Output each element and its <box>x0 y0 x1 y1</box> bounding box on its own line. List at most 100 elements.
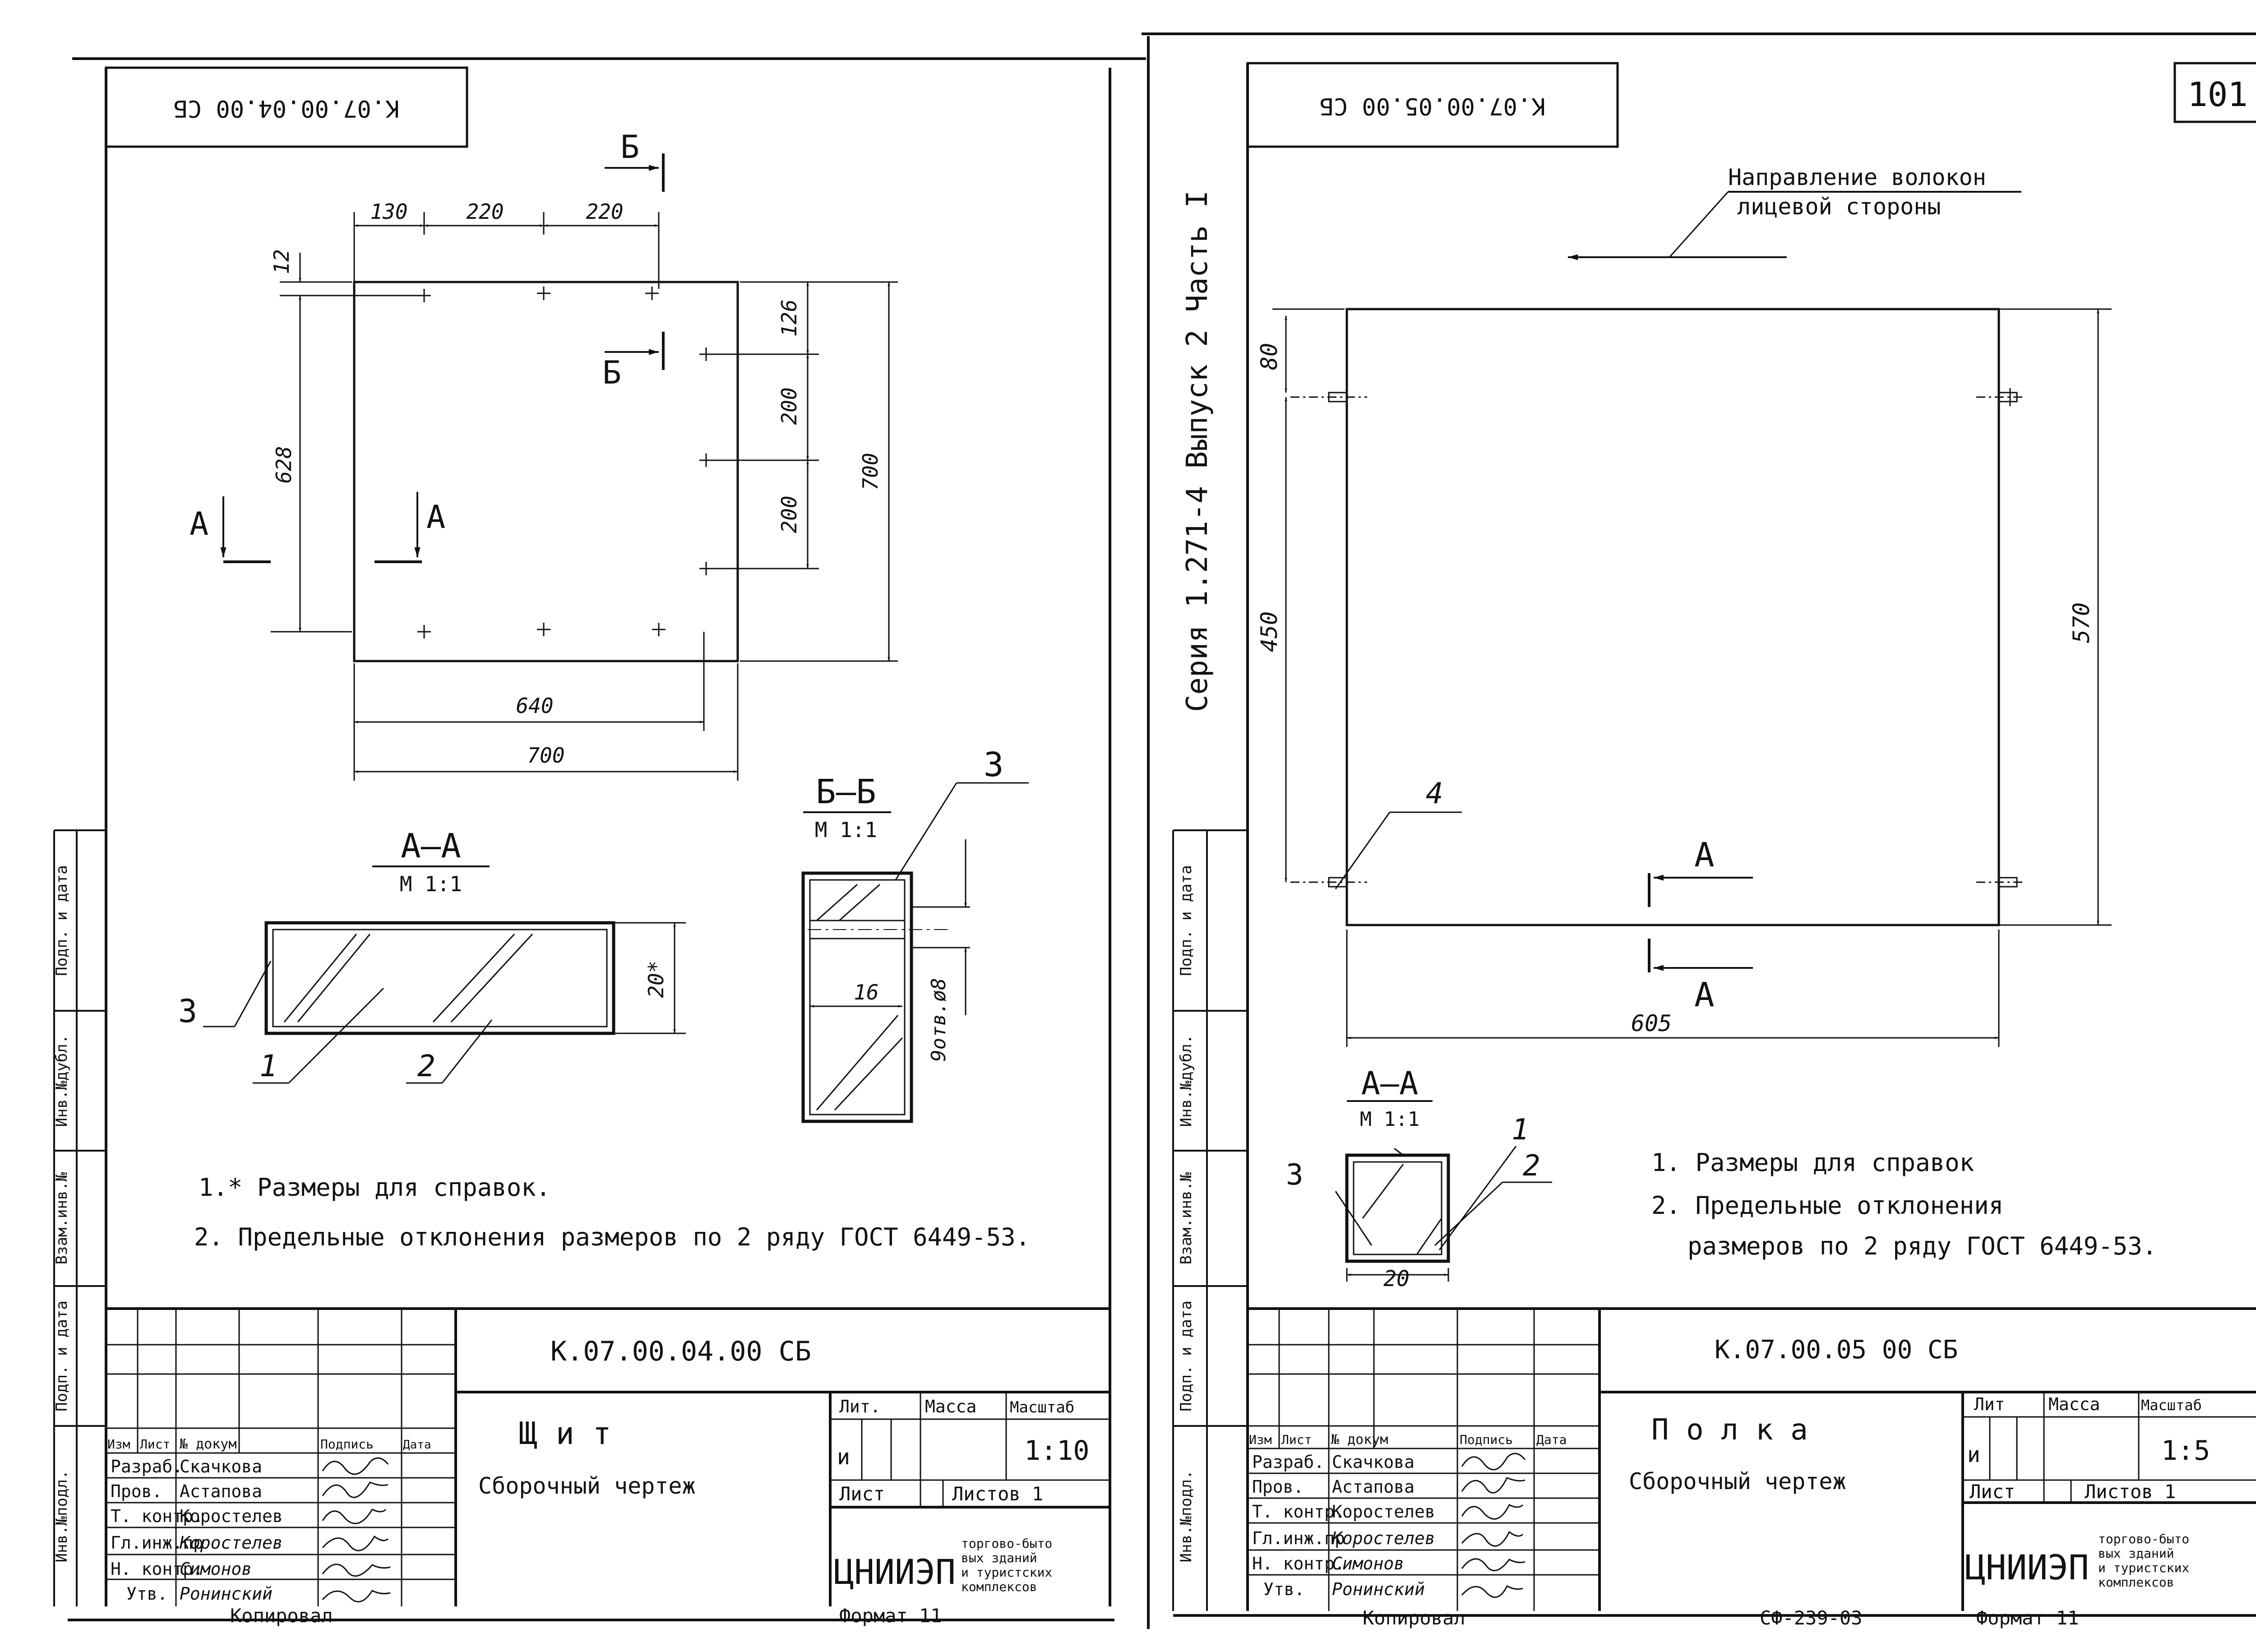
left-tb-head-sign: Подпись <box>320 1437 374 1452</box>
right-tb-name: П о л к а <box>1651 1413 1808 1447</box>
left-tb-org-desc-2: вых зданий <box>961 1550 1037 1565</box>
right-tb-person-6: Ронинский <box>1332 1579 1425 1599</box>
left-dimension-lines <box>271 212 898 781</box>
right-tb-role-6: Утв. <box>1263 1579 1305 1599</box>
right-tb-role-3: Т. контр. <box>1252 1502 1345 1522</box>
left-bb-title: Б—Б <box>816 773 876 811</box>
left-side-label-4: Инв.№дубл. <box>53 1035 71 1127</box>
page-number: 101 <box>2187 75 2248 114</box>
dim-700-h: 700 <box>527 743 564 768</box>
section-b-bottom-label: Б <box>602 354 621 391</box>
right-tb-person-3: Коростелев <box>1332 1502 1435 1522</box>
left-tb-person-4: Коростелев <box>179 1533 283 1553</box>
right-tb-archive: СФ-239-03 <box>1760 1607 1863 1629</box>
left-note-1: 1.* Размеры для справок. <box>199 1173 550 1202</box>
shield-plan-view <box>353 281 739 662</box>
right-aa-callout-1: 1 <box>1512 1113 1529 1147</box>
section-a-markers: А А <box>190 492 445 563</box>
left-tb-org: ЦНИИЭП <box>834 1552 956 1592</box>
left-aa-callout-3: 3 <box>178 993 197 1030</box>
callout-4: 4 <box>1426 777 1443 810</box>
left-aa-dim: 20* <box>644 960 668 998</box>
right-aa-scale: М 1:1 <box>1360 1108 1419 1131</box>
right-notes: 1. Размеры для справок 2. Предельные отк… <box>1651 1148 2157 1260</box>
left-tb-head-list: Лист <box>140 1437 170 1452</box>
left-tb-person-1: Скачкова <box>180 1457 262 1476</box>
left-tb-org-desc-3: и туристских <box>961 1565 1052 1580</box>
dim-220-b: 220 <box>586 199 623 224</box>
left-tb-org-desc-1: торгово-быто <box>961 1536 1052 1551</box>
right-tb-org-desc-3: и туристских <box>2098 1560 2189 1575</box>
left-tb-head-izm: Изм <box>107 1437 130 1452</box>
left-top-stamp-text: К.07.00.04.00 СБ <box>174 95 400 122</box>
right-side-label-4: Инв.№дубл. <box>1177 1035 1195 1127</box>
left-tb-signatures <box>322 1457 391 1602</box>
right-tb-person-4: Коростелев <box>1331 1528 1435 1548</box>
section-b-top-label: Б <box>620 129 639 166</box>
right-side-label-1: Инв.№подл. <box>1177 1470 1195 1563</box>
left-bb-hole: 9отв.ø8 <box>927 978 950 1061</box>
right-side-label-5: Подп. и дата <box>1177 865 1195 976</box>
left-aa-title: А—А <box>401 827 461 865</box>
dim-220-a: 220 <box>466 199 504 224</box>
series-stamp: Серия 1.271-4 Выпуск 2 Часть I <box>1181 190 1214 712</box>
right-side-label-3: Взам.инв.№ <box>1177 1172 1195 1264</box>
left-side-label-1: Инв.№подл. <box>53 1470 71 1563</box>
dim-570: 570 <box>2068 602 2094 643</box>
right-section-a-bottom: А <box>1694 976 1715 1014</box>
right-top-stamp: К.07.00.05.00 СБ <box>1246 62 1619 148</box>
left-tb-sheets: Листов 1 <box>952 1483 1043 1505</box>
right-top-stamp-text: К.07.00.05.00 СБ <box>1320 93 1546 120</box>
fiber-direction: Направление волокон лицевой стороны <box>1568 164 2021 260</box>
left-tb-role-4: Гл.инж.пр <box>111 1533 203 1553</box>
left-sheet-frame <box>68 57 1146 1621</box>
left-tb-code: К.07.00.04.00 СБ <box>550 1336 811 1367</box>
left-aa-callout-1: 1 <box>259 1049 277 1083</box>
dim-200-a: 200 <box>777 387 801 425</box>
right-tb-person-2: Астапова <box>1332 1477 1415 1497</box>
dim-640: 640 <box>516 694 553 718</box>
right-tb-person-1: Скачкова <box>1332 1452 1415 1472</box>
left-tb-name: Щ и т <box>519 1416 611 1452</box>
section-a-right-label: А <box>426 499 445 536</box>
right-aa-callout-3: 3 <box>1286 1158 1304 1192</box>
left-side-label-5: Подп. и дата <box>53 865 71 976</box>
left-tb-copied: Копировал <box>230 1605 333 1627</box>
right-tb-org-desc-1: торгово-быто <box>2098 1532 2189 1546</box>
right-tb-signatures <box>1461 1453 1526 1598</box>
dim-200-b: 200 <box>777 495 801 533</box>
left-tb-mass: Масса <box>925 1397 976 1416</box>
left-tb-scale-value: 1:10 <box>1024 1435 1090 1467</box>
page-number-box: 101 <box>2173 62 2256 123</box>
left-tb-format: Формат 11 <box>839 1605 942 1627</box>
right-tb-role-4: Гл.инж.пр <box>1252 1528 1345 1548</box>
right-tb-head-list: Лист <box>1281 1432 1312 1447</box>
right-section-a-top: А <box>1694 836 1715 875</box>
right-sheet-frame <box>1142 32 2256 1629</box>
right-section-a-markers: А А <box>1648 836 1753 1014</box>
right-tb-head-izm: Изм <box>1249 1432 1272 1447</box>
right-aa-dim: 20 <box>1383 1266 1410 1291</box>
left-tb-person-6: Ронинский <box>180 1584 273 1604</box>
right-side-strip: Инв.№подл. Подп. и дата Взам.инв.№ Инв.№… <box>1172 829 1248 1611</box>
right-tb-role-1: Разраб. <box>1252 1452 1324 1472</box>
fiber-line-2: лицевой стороны <box>1737 194 1941 220</box>
right-side-label-2: Подп. и дата <box>1177 1300 1195 1411</box>
left-tb-person-3: Коростелев <box>180 1506 283 1526</box>
right-tb-org: ЦНИИЭП <box>1965 1547 2089 1587</box>
shelf-plan-view <box>1290 308 2026 926</box>
left-note-2: 2. Предельные отклонения размеров по 2 р… <box>194 1223 1030 1251</box>
fiber-line-1: Направление волокон <box>1728 164 1986 190</box>
left-tb-person-2: Астапова <box>180 1481 262 1501</box>
right-section-aa: А—А М 1:1 1 2 3 20 <box>1286 1065 1552 1291</box>
dim-130: 130 <box>370 199 407 224</box>
right-aa-title: А—А <box>1361 1065 1418 1102</box>
right-dimension-lines <box>1272 308 2112 1047</box>
right-tb-role-2: Пров. <box>1252 1477 1304 1497</box>
left-bb-scale: М 1:1 <box>815 818 877 842</box>
right-note-3: размеров по 2 ряду ГОСТ 6449-53. <box>1687 1232 2157 1260</box>
dim-12: 12 <box>269 249 294 274</box>
right-tb-person-5: Симонов <box>1332 1554 1404 1573</box>
right-tb-head-sign: Подпись <box>1460 1432 1513 1447</box>
